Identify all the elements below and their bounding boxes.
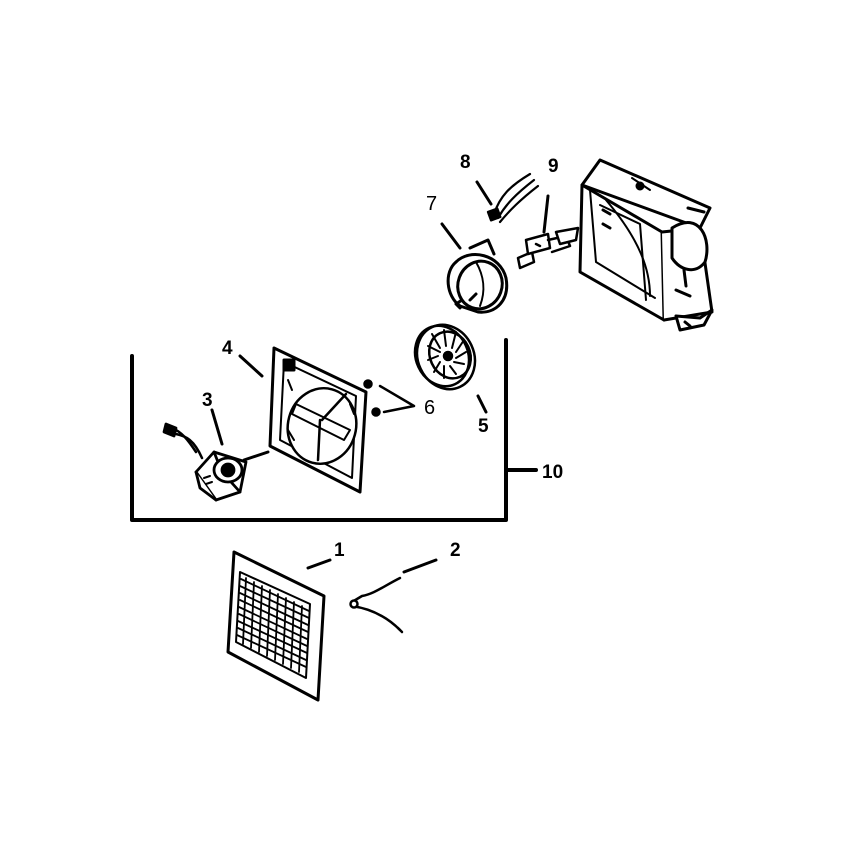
label-part-10: 10 (542, 462, 563, 483)
leader-9 (542, 194, 550, 234)
leader-4 (238, 354, 264, 378)
leader-2 (402, 558, 438, 574)
label-part-7: 7 (426, 193, 437, 215)
leader-8 (475, 180, 493, 206)
label-part-6: 6 (424, 397, 435, 419)
grille-part (226, 550, 326, 702)
leader-3 (210, 408, 224, 446)
motor-part (162, 422, 270, 502)
fan-housing (578, 158, 714, 332)
label-part-9: 9 (548, 156, 559, 177)
label-part-8: 8 (460, 152, 471, 173)
leader-7 (440, 222, 462, 250)
label-part-1: 1 (334, 540, 345, 561)
leader-5 (476, 394, 488, 414)
label-part-2: 2 (450, 540, 461, 561)
motor-housing-part (446, 238, 509, 314)
wire-connector-part (486, 172, 540, 224)
blower-wheel-part (413, 323, 477, 391)
label-part-5: 5 (478, 416, 489, 437)
mounting-plate-part (268, 346, 368, 494)
label-part-4: 4 (222, 338, 233, 359)
screws-part (363, 379, 416, 417)
kit-group-bracket (130, 338, 538, 522)
grille-spring-part (349, 576, 404, 634)
label-part-3: 3 (202, 390, 213, 411)
bracket-part (516, 226, 580, 270)
leader-1 (306, 558, 332, 570)
